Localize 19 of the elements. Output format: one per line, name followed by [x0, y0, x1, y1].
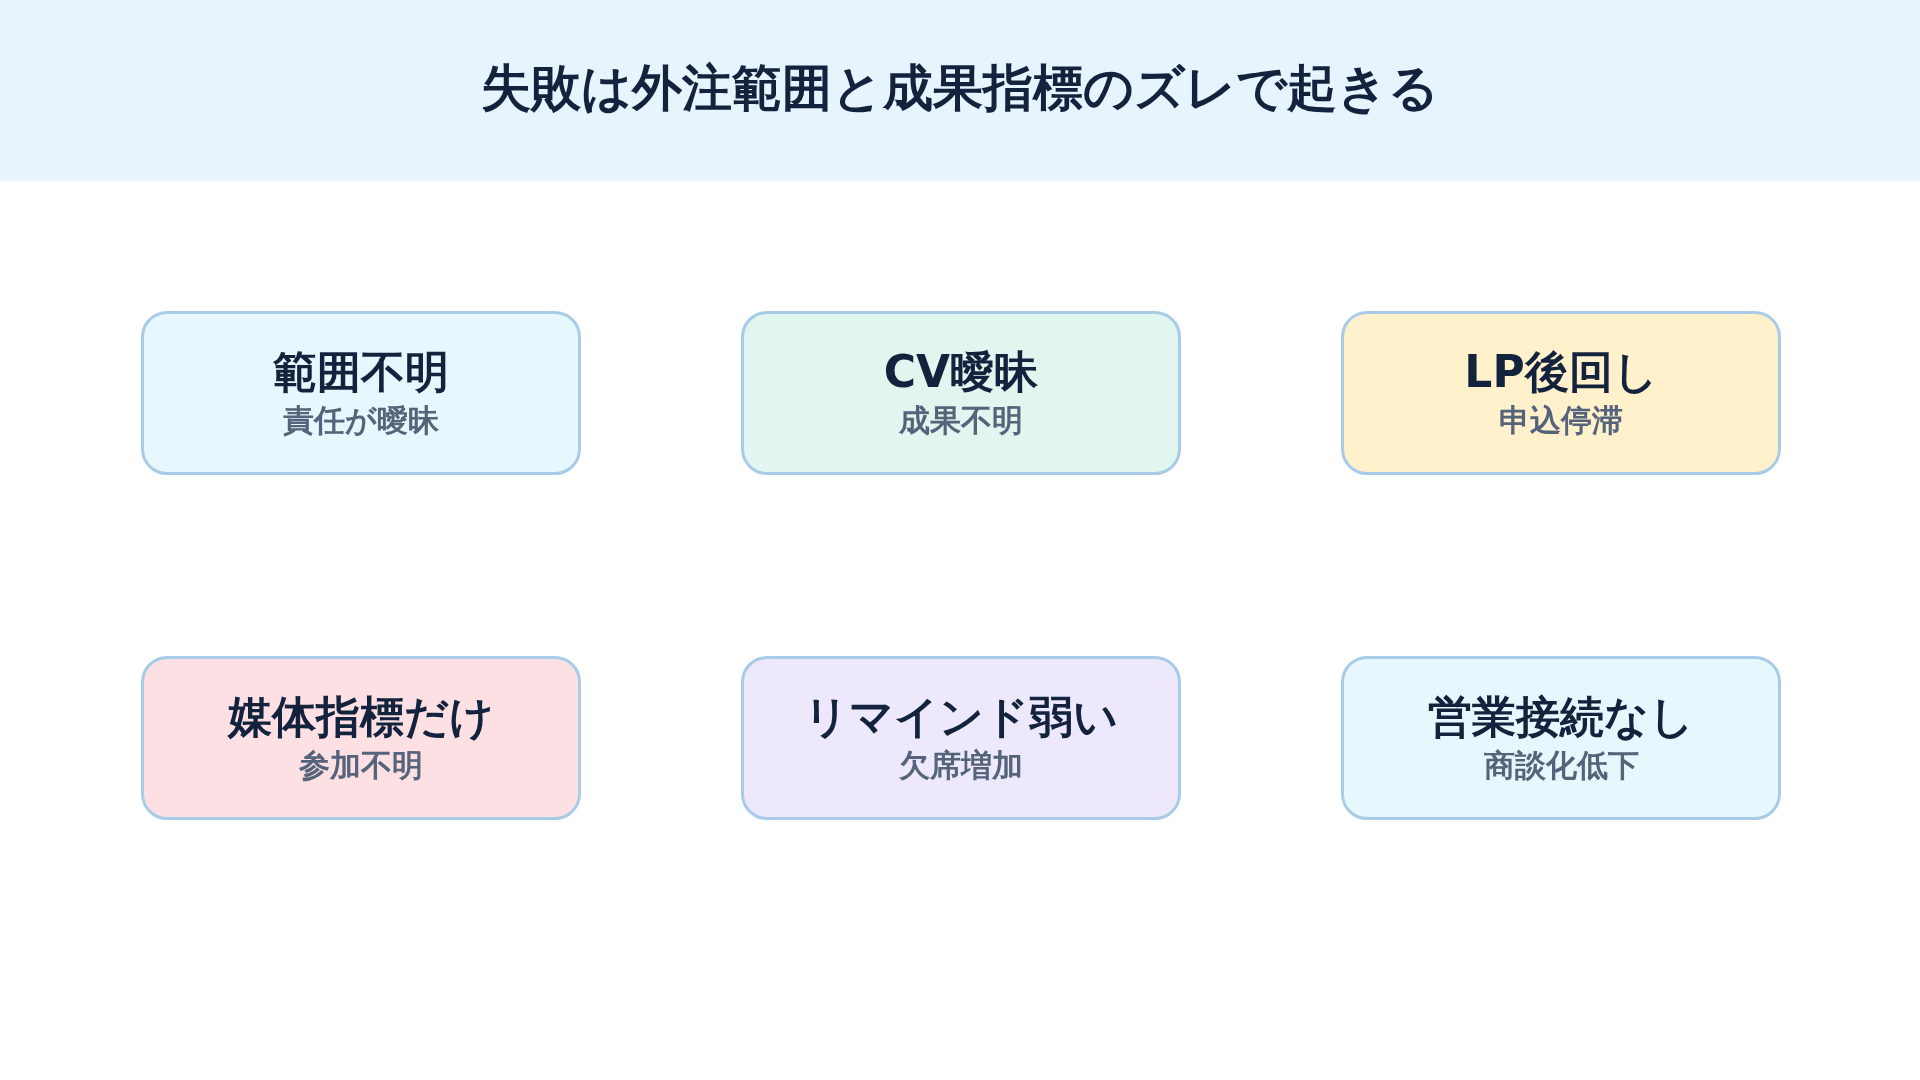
- box-heading: 営業接続なし: [1428, 692, 1694, 743]
- box-subtext: 参加不明: [299, 746, 423, 784]
- box-heading: 媒体指標だけ: [228, 692, 494, 743]
- rounded-box: [141, 656, 581, 820]
- box-heading: LP後回し: [1464, 347, 1658, 398]
- box-heading: CV曖昧: [883, 347, 1039, 398]
- box-heading: 範囲不明: [273, 347, 449, 398]
- rounded-box: [741, 311, 1181, 475]
- title: 失敗は外注範囲と成果指標のズレで起きる: [481, 58, 1439, 118]
- rounded-box: [741, 656, 1181, 820]
- box-subtext: 欠席増加: [899, 746, 1023, 784]
- rounded-box: [1341, 311, 1781, 475]
- box-heading: リマインド弱い: [804, 692, 1118, 743]
- rounded-box: [1341, 656, 1781, 820]
- box-subtext: 申込停滞: [1499, 401, 1623, 439]
- box-subtext: 成果不明: [899, 401, 1023, 439]
- rounded-box: [141, 311, 581, 475]
- box-subtext: 商談化低下: [1483, 746, 1639, 784]
- box-subtext: 責任が曖昧: [283, 401, 439, 439]
